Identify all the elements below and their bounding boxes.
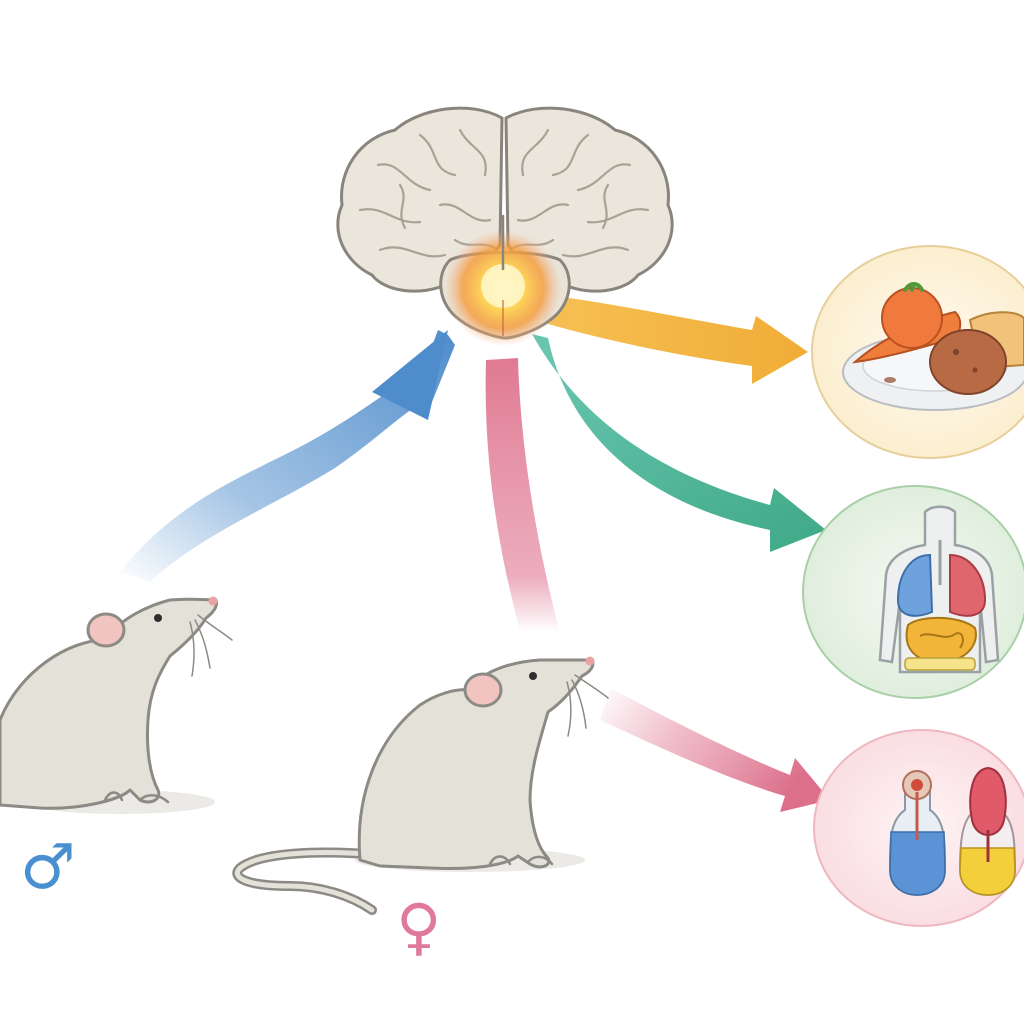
potato — [929, 329, 1007, 395]
organs-panel — [802, 485, 1024, 699]
male-organ-vial-icon — [888, 770, 947, 897]
female-rat-nose — [585, 656, 595, 666]
female-rat-ear — [463, 672, 503, 708]
female-rat-eye — [529, 672, 537, 680]
male-symbol: ♂ — [20, 830, 76, 903]
male-rat-nose — [208, 596, 218, 606]
tomato — [881, 287, 943, 349]
food-panel — [811, 245, 1024, 459]
male-rat-eye — [154, 614, 162, 622]
arrow-brain-to-food — [520, 292, 808, 384]
right-lung-icon — [949, 553, 987, 617]
arrow-female-to-reproductive — [600, 688, 830, 812]
arrow-brain-to-female — [485, 358, 560, 632]
arrow-male-to-brain — [120, 330, 455, 582]
brain-illustration — [336, 106, 674, 346]
arrow-brain-to-organs — [532, 334, 826, 552]
male-rat-ear — [86, 612, 126, 648]
female-symbol: ♀ — [396, 890, 441, 963]
female-organ-vial-icon — [958, 766, 1017, 897]
left-lung-icon — [896, 553, 934, 617]
digestive-organs-icon — [905, 616, 977, 664]
reproductive-panel — [813, 729, 1024, 927]
female-rat: ♀ — [232, 656, 609, 963]
female-rat-body — [357, 658, 595, 870]
male-rat: ♂ — [0, 596, 233, 903]
